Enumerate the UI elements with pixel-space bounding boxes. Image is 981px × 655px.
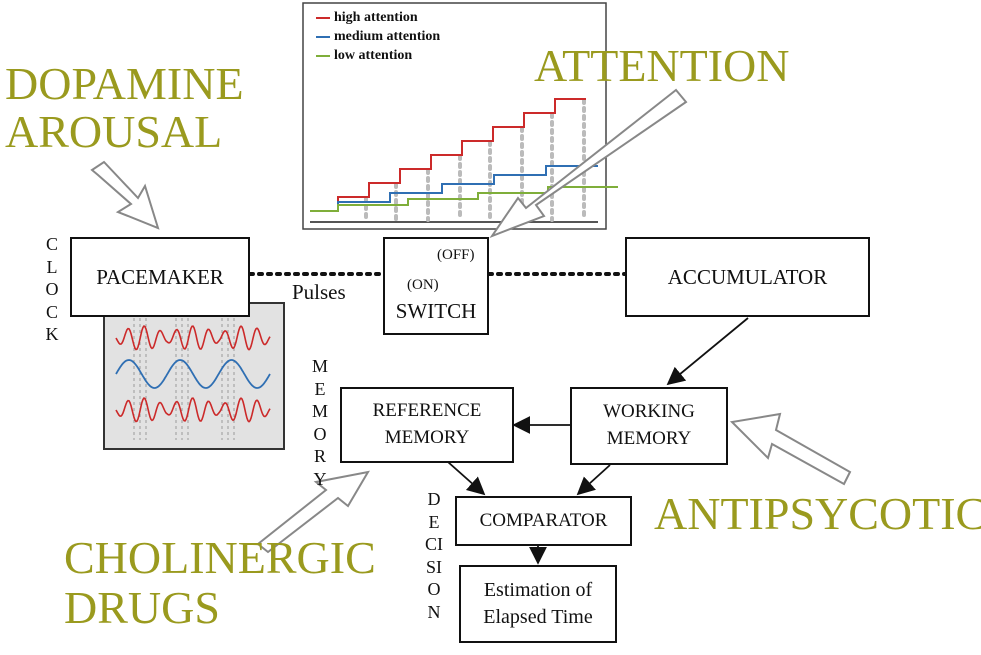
comparator-box: COMPARATOR <box>455 496 632 546</box>
dopamine-influence-arrow <box>90 160 160 230</box>
memory-vertical-label: MEMORY <box>311 356 328 489</box>
switch-box: (OFF) (ON) SWITCH <box>383 237 489 335</box>
estimation-line1: Estimation of <box>483 579 593 601</box>
oscillation-wave-sine <box>115 359 271 389</box>
attention-influence-arrow <box>489 88 688 239</box>
oscillation-wave-bottom <box>115 397 271 423</box>
oscillation-wave-top <box>115 325 271 351</box>
legend-label-high: high attention <box>334 9 418 25</box>
reference-memory-line2: MEMORY <box>384 427 470 448</box>
drugs-label: DRUGS <box>64 582 220 633</box>
switch-label: SWITCH <box>395 299 477 323</box>
estimation-line2: Elapsed Time <box>483 606 593 628</box>
reference-memory-line1: REFERENCE <box>372 400 482 422</box>
cholinergic-influence-arrow <box>256 470 370 554</box>
legend-item-low: low attention <box>316 46 440 65</box>
antipsycotic-label: ANTIPSYCOTIC <box>654 488 981 539</box>
pulses-label: Pulses <box>292 280 346 304</box>
antipsycotic-influence-arrow <box>729 412 852 486</box>
legend-label-medium: medium attention <box>334 28 441 44</box>
switch-off-label: (OFF) <box>437 247 475 263</box>
attention-label: ATTENTION <box>534 40 790 91</box>
reference-memory-box: REFERENCE MEMORY <box>340 387 514 463</box>
attention-chart-legend: high attention medium attention low atte… <box>316 8 440 65</box>
dopamine-label: DOPAMINE <box>5 58 244 109</box>
arrow-reference-to-comparator <box>447 461 486 496</box>
legend-item-high: high attention <box>316 8 440 27</box>
working-memory-line1: WORKING <box>603 401 695 423</box>
high-attention-step-line <box>310 98 586 212</box>
switch-on-label: (ON) <box>407 277 439 293</box>
legend-label-low: low attention <box>334 47 413 63</box>
working-memory-box: WORKING MEMORY <box>570 387 728 465</box>
pacemaker-box: PACEMAKER <box>70 237 250 317</box>
legend-swatch-high <box>316 16 330 19</box>
medium-attention-step-line <box>310 165 598 212</box>
arrow-accumulator-to-working <box>666 317 749 386</box>
working-memory-line2: MEMORY <box>606 428 692 449</box>
clock-vertical-label: CLOCK <box>45 234 59 344</box>
estimation-box: Estimation of Elapsed Time <box>459 565 617 643</box>
legend-item-medium: medium attention <box>316 27 440 46</box>
accumulator-box: ACCUMULATOR <box>625 237 870 317</box>
legend-swatch-medium <box>316 35 330 38</box>
legend-swatch-low <box>316 54 330 57</box>
cholinergic-label: CHOLINERGIC <box>64 532 376 583</box>
arousal-label: AROUSAL <box>5 106 223 157</box>
arrow-working-to-comparator <box>576 464 611 496</box>
decision-vertical-label: DECISION <box>425 489 443 622</box>
